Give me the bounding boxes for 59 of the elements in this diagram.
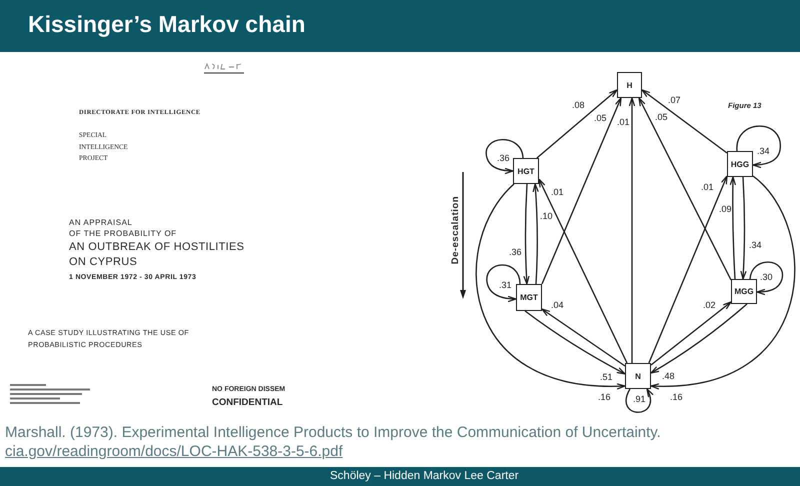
- self-loop-arrow: [749, 262, 784, 296]
- state-box: H: [617, 72, 642, 98]
- arrow: [538, 178, 628, 364]
- arrow: [740, 176, 747, 280]
- edge-label: .02: [703, 300, 716, 310]
- self-loop-arrow: [486, 138, 524, 174]
- arrow: [730, 176, 736, 280]
- edge-label: .01: [551, 187, 564, 197]
- edge-label: .36: [497, 153, 510, 163]
- citation-text: Marshall. (1973). Experimental Intelligence Products to Improve the Communication of Uncertainty.: [5, 423, 661, 442]
- slide-title: Kissinger’s Markov chain: [28, 10, 306, 39]
- document-title: OF THE PROBABILITY OF: [69, 229, 177, 239]
- arrow: [648, 175, 728, 364]
- edge-label: .16: [598, 392, 611, 402]
- self-loop-arrow: [626, 388, 654, 413]
- arrow: [536, 89, 618, 158]
- edge-label: .91: [633, 394, 646, 404]
- state-box: HGG: [727, 151, 753, 177]
- state-box: MGT: [516, 284, 542, 311]
- self-loop-arrow: [486, 264, 521, 302]
- edge-label: .05: [655, 112, 668, 122]
- document-title: AN APPRAISAL: [69, 218, 132, 228]
- edge-label: .36: [509, 247, 522, 257]
- self-loop-arrow: [736, 126, 781, 168]
- arrow: [523, 184, 530, 285]
- edge-label: .51: [600, 372, 613, 382]
- state-box: MGG: [731, 279, 757, 304]
- classification-mark: CONFIDENTIAL: [212, 397, 283, 408]
- edge-label: .01: [617, 117, 630, 127]
- edge-label: .08: [572, 100, 585, 110]
- footer-text: Schöley – Hidden Markov Lee Carter: [330, 469, 519, 483]
- edge-label: .09: [719, 204, 732, 214]
- arrow: [532, 183, 539, 284]
- edge-label: .16: [670, 392, 683, 402]
- arrow: [650, 301, 732, 366]
- document-title: AN OUTBREAK OF HOSTILITIES ON CYPRUS: [69, 240, 246, 270]
- edge-label: .07: [668, 95, 681, 105]
- arrow: [541, 308, 626, 367]
- edge-label: .34: [757, 146, 770, 156]
- arrow: [650, 304, 748, 374]
- direction-label: De-escalation: [450, 196, 461, 264]
- edge-label: .34: [749, 240, 762, 250]
- arrow: [638, 97, 732, 280]
- arrow: [476, 184, 626, 389]
- arrow: [628, 97, 636, 363]
- edge-label: .04: [551, 300, 564, 310]
- edge-label: .01: [701, 182, 714, 192]
- source-link: cia.gov/readingroom/docs/LOC-HAK-538-3-5-6.pdf: [5, 443, 343, 461]
- state-box: N: [625, 363, 651, 389]
- arrow: [650, 176, 796, 389]
- edge-label: .48: [662, 371, 675, 381]
- edge-label: .05: [594, 113, 607, 123]
- arrow: [524, 310, 626, 374]
- edge-label: .10: [540, 211, 553, 221]
- arrow: [641, 89, 728, 154]
- edge-label: .30: [760, 272, 773, 282]
- arrow: [541, 97, 622, 284]
- edge-label: .31: [499, 280, 512, 290]
- state-box: HGT: [513, 158, 539, 184]
